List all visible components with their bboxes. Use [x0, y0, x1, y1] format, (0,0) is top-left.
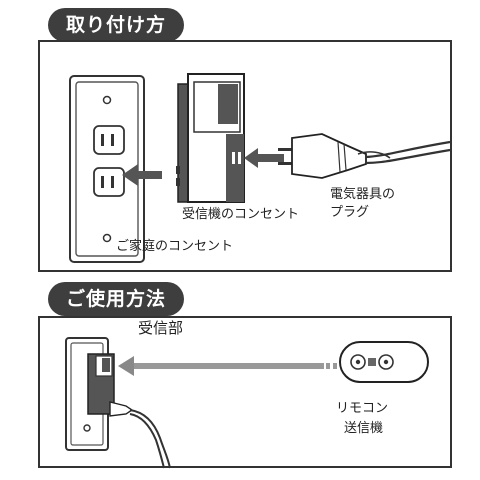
- signal-arrow: [118, 356, 337, 376]
- label-remote-line1: リモコン: [336, 401, 389, 416]
- section-title-installation: 取り付け方: [48, 8, 185, 42]
- label-appliance-plug-line1: 電気器具の: [330, 187, 396, 202]
- installation-panel: [38, 40, 452, 272]
- usage-panel: [38, 316, 452, 469]
- plug-arrow-left: [244, 148, 284, 168]
- section-title-usage: ご使用方法: [48, 282, 185, 316]
- receiver-cord: [109, 401, 171, 469]
- appliance-plug: [278, 133, 451, 179]
- label-remote-line2: 送信機: [344, 421, 384, 436]
- label-receiver-part: 受信部: [138, 319, 184, 337]
- label-wall-outlet: ご家庭のコンセント: [116, 239, 234, 254]
- label-appliance-plug-line2: プラグ: [330, 205, 370, 220]
- remote-transmitter: [339, 341, 429, 383]
- wall-outlet-plate: [69, 75, 145, 263]
- usage-illustration: [65, 337, 429, 469]
- label-receiver-outlet: 受信機のコンセント: [182, 207, 300, 222]
- insert-arrow-left: [122, 164, 162, 186]
- receiver-unit: [176, 73, 245, 203]
- installation-illustration: [69, 73, 451, 263]
